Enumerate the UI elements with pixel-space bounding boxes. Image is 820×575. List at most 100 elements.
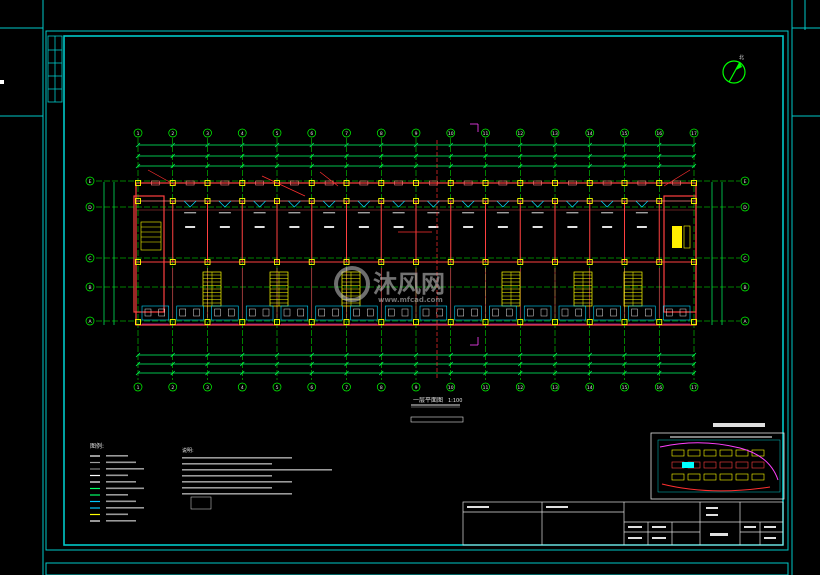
toilet-fixture	[596, 308, 603, 317]
toilet-cell	[454, 305, 482, 321]
toilet-fixture	[527, 308, 534, 317]
column-mark	[621, 319, 628, 325]
toilet-fixture	[144, 308, 152, 317]
column-mark	[239, 259, 246, 265]
toilet-cell	[593, 305, 621, 321]
axis-bubble-side	[85, 202, 95, 212]
column-mark	[343, 198, 350, 204]
rooms	[172, 200, 660, 318]
axis-bubble-label: 15	[622, 131, 628, 137]
toilet-fixture	[228, 308, 235, 317]
axis-bubble-side-label: C	[743, 256, 746, 262]
legend-text-bar	[106, 474, 128, 477]
axis-bubble-label: 11	[483, 385, 489, 391]
axis-bubble	[411, 382, 421, 392]
door-swing	[322, 200, 336, 208]
leader-annotations	[147, 169, 691, 233]
room-tag	[393, 226, 404, 228]
column-mark	[517, 319, 524, 325]
column-mark	[482, 180, 489, 186]
notes-title: 说明:	[182, 447, 194, 454]
axis-bubble-side-label: A	[88, 319, 92, 325]
note-text-bar	[182, 463, 272, 465]
column-mark	[517, 198, 524, 204]
column-mark	[135, 180, 141, 186]
dim-tick	[205, 142, 210, 148]
axis-bubble-label: 12	[517, 131, 523, 137]
axis-bubble-side	[740, 316, 750, 326]
axis-bubble-label: 13	[552, 131, 558, 137]
toilet-cell	[662, 305, 691, 321]
toilet-cell	[176, 305, 204, 321]
key-plan-building	[719, 449, 733, 457]
note-text-bar	[182, 457, 292, 459]
window-mark	[672, 180, 681, 186]
axis-bubble	[515, 382, 525, 392]
axis-bubble-label: 15	[622, 385, 628, 391]
column-mark	[343, 180, 350, 186]
column-mark	[378, 198, 385, 204]
end-stair-right	[672, 225, 691, 249]
column-mark	[656, 319, 663, 325]
room-sub-tag	[253, 212, 266, 214]
key-plan-buildings	[671, 449, 765, 481]
room-tag	[324, 226, 335, 228]
room-tag	[219, 226, 230, 228]
toilet-fixture	[610, 308, 617, 317]
column-mark	[691, 180, 697, 186]
toilet-cell	[523, 305, 552, 321]
axis-bubble-label: 5	[276, 385, 279, 391]
column-mark	[169, 259, 176, 265]
axis-bubble-label: 10	[448, 131, 454, 137]
column-mark	[413, 198, 419, 204]
axis-bubble	[272, 128, 282, 138]
column-mark	[413, 319, 419, 325]
column-mark	[169, 319, 176, 325]
toilet-fixture	[353, 308, 360, 317]
column-mark	[691, 259, 697, 265]
room-sub-tag	[392, 212, 405, 214]
dim-tick	[135, 142, 141, 148]
legend-text-bar	[106, 507, 144, 509]
room-tag	[185, 226, 196, 228]
column-mark	[274, 259, 280, 265]
axis-bubble-label: 2	[171, 131, 174, 137]
column-mark	[135, 319, 141, 325]
toilet-fixture	[214, 308, 221, 317]
legend-text-bar	[106, 468, 144, 470]
axis-bubble-side-label: A	[743, 319, 747, 325]
room-tag	[254, 226, 265, 228]
dim-tick	[240, 142, 245, 148]
toilet-fixture	[297, 308, 304, 317]
dim-tick	[657, 142, 662, 148]
room-sub-tag	[531, 212, 544, 214]
column-mark	[274, 198, 280, 204]
door-swing	[427, 200, 440, 208]
window-mark	[151, 180, 160, 186]
axis-bubble-label: 17	[691, 385, 697, 391]
toilet-fixture	[283, 308, 291, 317]
window-mark	[324, 180, 334, 186]
key-plan-building	[671, 449, 685, 457]
axis-bubble-label: 12	[517, 385, 523, 391]
dim-tick	[413, 142, 419, 148]
column-mark	[378, 180, 385, 186]
toilet-fixture	[422, 308, 430, 317]
legend-text-bar	[106, 455, 128, 457]
key-plan-building	[735, 473, 749, 481]
axis-bubble	[203, 128, 212, 138]
axis-bubble	[620, 128, 629, 138]
axis-bubble-label: 14	[587, 385, 593, 391]
axis-bubble-label: 3	[206, 385, 209, 391]
end-stair-left	[140, 221, 162, 251]
column-mark	[204, 259, 211, 265]
room-tag	[532, 226, 543, 228]
room-sub-tag	[635, 212, 648, 214]
bottom-dimensions	[138, 354, 695, 374]
axis-bubble-label: 8	[380, 385, 383, 391]
axis-bubble-side-label: E	[89, 179, 92, 185]
